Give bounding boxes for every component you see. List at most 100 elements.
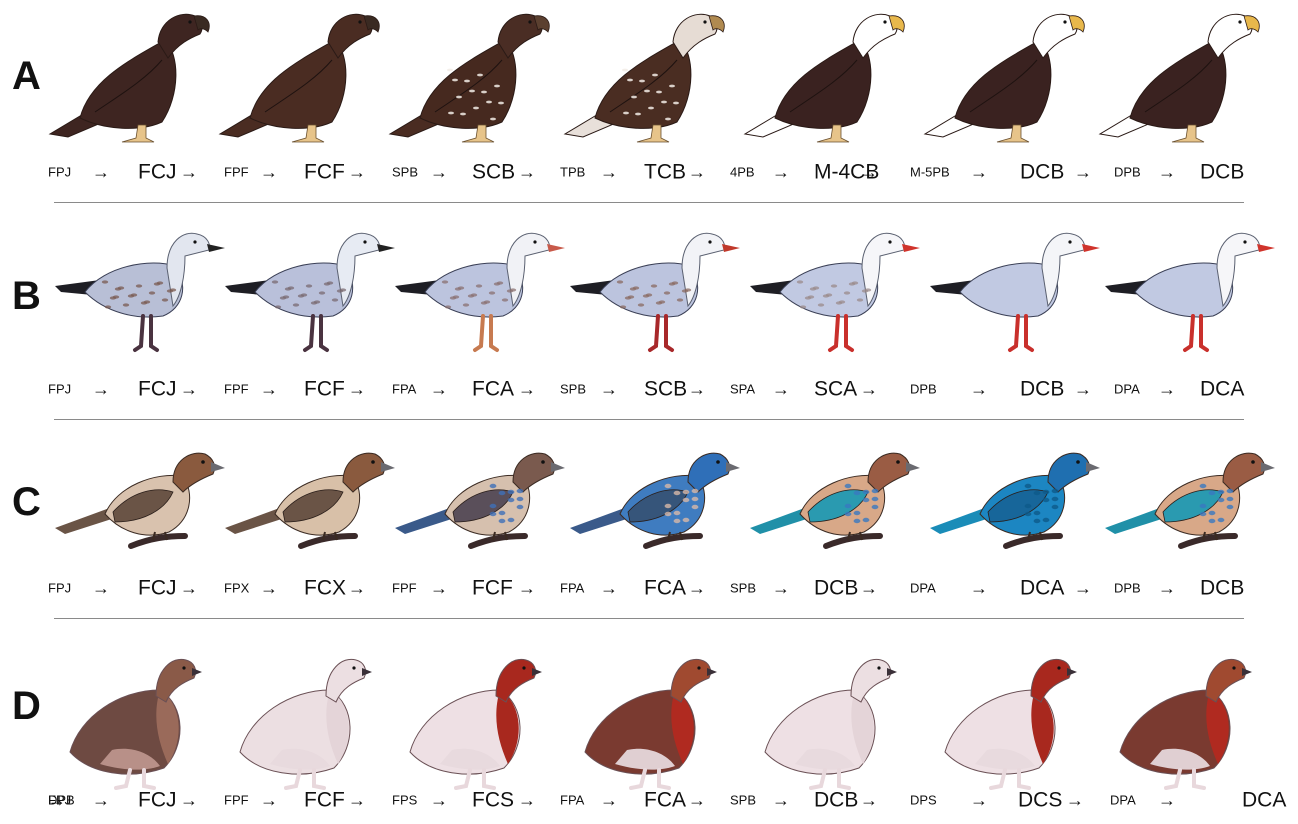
head [1222,452,1266,493]
breast [671,690,694,764]
breast [326,690,349,764]
body [774,39,872,129]
gull-drawing [750,232,920,352]
stage-label: FCJ [138,788,177,812]
stage-label: FPJ [48,381,72,397]
arrow-icon: → [1066,790,1084,810]
beak [1261,462,1275,472]
finch-drawing [55,452,225,549]
body [1134,262,1234,318]
patch [853,510,861,516]
arrow-icon: → [260,379,278,399]
mottle [498,101,504,105]
mottle [161,298,169,302]
beak [1086,462,1100,472]
mottle [313,300,321,304]
mottle [444,305,452,309]
legs [1183,314,1209,352]
eye [1243,240,1247,244]
arrow-icon: → [772,790,790,810]
finch-drawing [1105,452,1275,549]
stage-label: DPB [1114,580,1141,596]
feet [461,124,495,143]
mottle [457,286,465,290]
arrow-icon: → [688,162,706,182]
patch [489,511,497,517]
gull-drawing [395,232,565,352]
eye [883,20,887,24]
gull-drawing [1105,232,1275,352]
wing-line [789,59,858,113]
stage-label: DCB [1200,160,1245,184]
breast [496,690,519,764]
beak [1082,244,1100,252]
breast [1031,690,1054,764]
grouse-drawing [409,658,542,790]
mottle [104,305,112,309]
panel-letter: C [12,480,41,524]
head [506,232,550,308]
gull-drawing [55,232,225,352]
arrow-icon: → [518,790,536,810]
head [1030,658,1072,703]
breast [1206,690,1229,764]
arrow-icon: → [860,790,878,810]
eye [1251,460,1255,464]
tail [225,506,291,534]
arrow-icon: → [430,790,448,810]
mottle [864,288,872,292]
mottle [652,73,658,77]
finch-drawing [930,452,1100,549]
wing-line [1144,59,1213,113]
wing-line [969,59,1038,113]
feet [636,124,670,143]
patch [1024,511,1032,517]
mottle [475,284,483,288]
arrow-icon: → [180,162,198,182]
mottle [509,288,517,292]
eye [1232,666,1236,670]
stage-label: FPJ [48,580,72,596]
beak [532,668,542,676]
patch [1042,497,1050,503]
stage-label: DCB [1020,160,1065,184]
gull-drawing [570,232,740,352]
patch [1217,517,1225,523]
tail [750,506,816,534]
head [336,232,380,308]
beak [551,462,565,472]
patch [664,483,672,489]
arrow-icon: → [600,790,618,810]
panel-letter: D [12,684,41,728]
mottle [473,106,479,110]
legs [1202,531,1218,541]
stage-label: DCB [1020,377,1065,401]
stage-label: DCB [1200,576,1245,600]
mottle [274,305,282,309]
stage-label: DPA [1114,381,1140,397]
eye [1063,20,1067,24]
patch [853,490,861,496]
head [172,452,216,493]
patch [1024,483,1032,489]
stage-label: 4PB [730,164,755,180]
belly [100,748,160,770]
patch [1217,497,1225,503]
bird-illustrations [55,452,1275,549]
arrow-icon: → [348,578,366,598]
stage-label: DPB [1114,164,1141,180]
finch-drawing [750,452,920,549]
head [325,658,367,703]
arrow-icon: → [1074,162,1092,182]
legs [989,768,1031,790]
mottle [676,298,684,302]
beak [363,15,380,33]
patch [1033,490,1041,496]
patch [1051,504,1059,510]
beak [1243,15,1260,33]
mottle [477,73,483,77]
head [670,658,712,703]
belly [1150,748,1210,770]
body [424,262,524,318]
stage-label: DCA [1200,377,1245,401]
